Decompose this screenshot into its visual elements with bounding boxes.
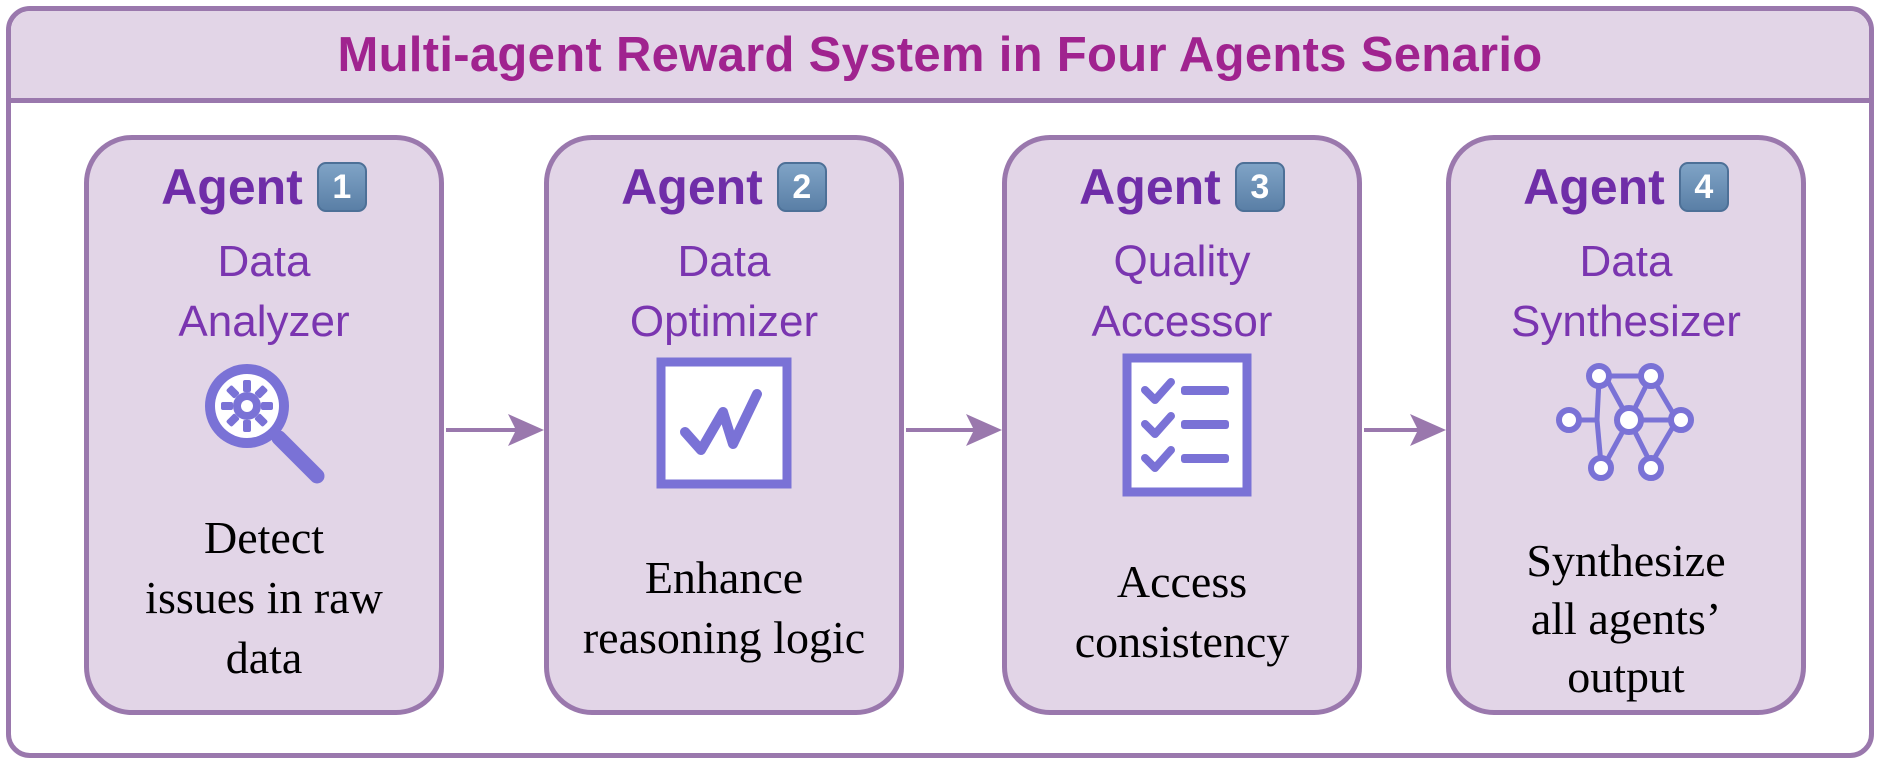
diagram-title: Multi-agent Reward System in Four Agents… <box>337 27 1543 82</box>
title-bar: Multi-agent Reward System in Four Agents… <box>11 11 1869 103</box>
agent-number-badge: 3 <box>1234 162 1285 212</box>
agent-number-badge: 2 <box>776 162 827 212</box>
agent-number-badge: 1 <box>316 162 367 212</box>
agent-card-4: Agent 4 Data Synthesizer <box>1446 135 1806 715</box>
agent-label: Agent <box>161 159 303 215</box>
agent-role-line: Data <box>217 237 311 286</box>
agent-label: Agent <box>1523 159 1665 215</box>
agent-label: Agent <box>1079 159 1221 215</box>
agent-description-line: data <box>225 632 303 683</box>
checklist-icon <box>1107 350 1257 500</box>
agent-description-line: issues in raw <box>145 572 383 623</box>
agent-description-line: Detect <box>203 512 325 563</box>
agent-role-line: Synthesizer <box>1511 297 1741 346</box>
agent-description-line: Enhance <box>644 552 804 603</box>
chart-line-icon <box>649 350 799 500</box>
agent-role-line: Quality <box>1113 237 1251 286</box>
agent-role-line: Accessor <box>1091 297 1273 346</box>
agent-description: Detect issues in raw data <box>89 508 439 688</box>
agent-description-line: output <box>1567 651 1685 702</box>
agent-heading: Agent 4 <box>1451 162 1801 212</box>
agent-heading: Agent 3 <box>1007 162 1357 212</box>
agent-heading: Agent 1 <box>89 162 439 212</box>
network-nodes-icon <box>1551 350 1701 500</box>
agent-description: Enhance reasoning logic <box>549 548 899 668</box>
agent-label: Agent <box>621 159 763 215</box>
flow-arrow-3-4 <box>1364 410 1446 450</box>
agent-role-line: Data <box>677 237 771 286</box>
agent-description-line: Access <box>1116 556 1248 607</box>
agent-description: Synthesize all agents’ output <box>1451 532 1801 706</box>
agent-description-line: Synthesize <box>1526 535 1726 586</box>
agent-description: Access consistency <box>1007 552 1357 672</box>
agent-description-line: all agents’ <box>1530 593 1722 644</box>
agent-card-2: Agent 2 Data Optimizer Enhance reasoning… <box>544 135 904 715</box>
agent-heading: Agent 2 <box>549 162 899 212</box>
agent-card-3: Agent 3 Quality Accessor Access consiste… <box>1002 135 1362 715</box>
agent-role-line: Data <box>1579 237 1673 286</box>
agent-role-line: Optimizer <box>629 297 819 346</box>
agent-role-line: Analyzer <box>178 297 350 346</box>
agent-role: Quality Accessor <box>1007 232 1357 352</box>
flow-arrow-1-2 <box>446 410 544 450</box>
agent-card-1: Agent 1 Data Analyzer Detect is <box>84 135 444 715</box>
agent-description-line: reasoning logic <box>582 612 866 663</box>
agent-role: Data Analyzer <box>89 232 439 352</box>
agent-role: Data Synthesizer <box>1451 232 1801 352</box>
agent-role: Data Optimizer <box>549 232 899 352</box>
agent-description-line: consistency <box>1074 616 1290 667</box>
agent-number-badge: 4 <box>1678 162 1729 212</box>
flow-arrow-2-3 <box>906 410 1002 450</box>
magnifier-gear-icon <box>189 350 339 500</box>
